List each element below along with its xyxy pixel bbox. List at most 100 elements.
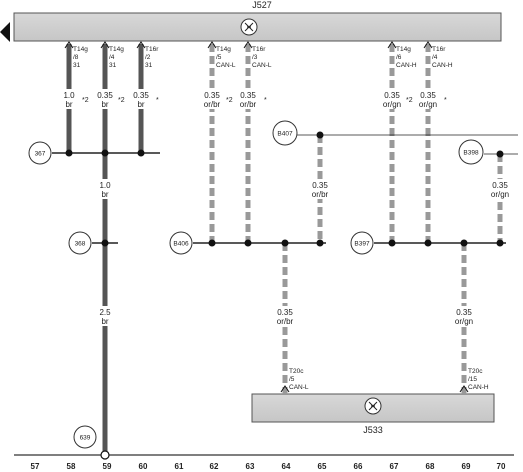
ground-point bbox=[100, 450, 110, 460]
top-module-name: J527 bbox=[252, 0, 272, 10]
continuation-arrow-icon bbox=[0, 22, 10, 42]
junction-B398: B398 bbox=[458, 139, 484, 165]
wire-color: or/gn bbox=[419, 100, 437, 109]
connector-code: T14g bbox=[216, 46, 231, 53]
wire-color: or/gn bbox=[455, 317, 473, 326]
connector-pin: /15 bbox=[468, 376, 477, 383]
column-number: 63 bbox=[246, 462, 255, 471]
connector-code: T20c bbox=[468, 368, 483, 375]
connector-signal: CAN-H bbox=[432, 62, 453, 69]
wire-note: *2 bbox=[82, 97, 89, 104]
connector-pin: /6 bbox=[396, 54, 402, 61]
connector-pin: /4 bbox=[109, 54, 115, 61]
bus-bars bbox=[52, 134, 518, 244]
wire-color: br bbox=[101, 190, 108, 199]
column-number: 66 bbox=[354, 462, 363, 471]
connector-code: T16r bbox=[252, 46, 266, 53]
junction-639: 639 bbox=[73, 425, 97, 449]
wire-size: 0.35 bbox=[133, 91, 149, 100]
connector-pin: /5 bbox=[216, 54, 222, 61]
wire-note: *2 bbox=[226, 97, 233, 104]
connector-code: T14g bbox=[73, 46, 88, 53]
wire-note: * bbox=[156, 97, 159, 104]
wire-color: or/br bbox=[312, 190, 329, 199]
wire-size: 1.0 bbox=[99, 181, 111, 190]
svg-text:368: 368 bbox=[75, 241, 86, 248]
wire-note: * bbox=[264, 97, 267, 104]
wire-size: 0.35 bbox=[492, 181, 508, 190]
connector-pin: /8 bbox=[73, 54, 79, 61]
connector-code: T14g bbox=[109, 46, 124, 53]
column-number: 58 bbox=[67, 462, 76, 471]
wire-label-backings bbox=[58, 89, 512, 326]
svg-text:B407: B407 bbox=[277, 131, 293, 138]
column-number: 60 bbox=[139, 462, 148, 471]
wire-size: 0.35 bbox=[384, 91, 400, 100]
wire-size: 2.5 bbox=[99, 308, 111, 317]
connector-signal: CAN-H bbox=[396, 62, 417, 69]
svg-text:B406: B406 bbox=[173, 241, 189, 248]
wire-color: or/gn bbox=[491, 190, 509, 199]
svg-text:639: 639 bbox=[80, 435, 91, 442]
connector-code: T16r bbox=[432, 46, 446, 53]
wire-color: br bbox=[65, 100, 72, 109]
column-number: 62 bbox=[210, 462, 219, 471]
wire-note: *2 bbox=[406, 97, 413, 104]
svg-text:B398: B398 bbox=[463, 150, 479, 157]
wire-color: br bbox=[101, 100, 108, 109]
wire-color: br bbox=[101, 317, 108, 326]
connector-signal: CAN-L bbox=[289, 384, 309, 391]
wire-note: *2 bbox=[118, 97, 125, 104]
junction-368: 368 bbox=[68, 231, 92, 255]
connector-pin: /2 bbox=[145, 54, 151, 61]
svg-text:B397: B397 bbox=[354, 241, 370, 248]
connector-signal: CAN-L bbox=[252, 62, 272, 69]
wire-size: 0.35 bbox=[97, 91, 113, 100]
column-number: 59 bbox=[103, 462, 112, 471]
wire-size: 0.35 bbox=[420, 91, 436, 100]
module-symbol-icon bbox=[364, 397, 382, 415]
connector-code: T16r bbox=[145, 46, 159, 53]
column-number: 61 bbox=[175, 462, 184, 471]
column-numbers: 57 58 59 60 61 62 63 64 65 66 67 68 69 7… bbox=[31, 462, 506, 471]
connector-signal: CAN-L bbox=[216, 62, 236, 69]
connector-signal: 31 bbox=[109, 62, 117, 69]
wire-size: 0.35 bbox=[456, 308, 472, 317]
connector-pin: /3 bbox=[252, 54, 258, 61]
wire-color: or/gn bbox=[383, 100, 401, 109]
wire-note: * bbox=[444, 97, 447, 104]
connector-signal: 31 bbox=[73, 62, 81, 69]
wire-color: or/br bbox=[240, 100, 257, 109]
connector-pin: /5 bbox=[289, 376, 295, 383]
junction-B407: B407 bbox=[272, 120, 298, 146]
svg-text:367: 367 bbox=[35, 151, 46, 158]
column-number: 64 bbox=[282, 462, 291, 471]
connector-code: T14g bbox=[396, 46, 411, 53]
column-number: 69 bbox=[462, 462, 471, 471]
column-number: 57 bbox=[31, 462, 40, 471]
wire-color: or/br bbox=[204, 100, 221, 109]
column-number: 65 bbox=[318, 462, 327, 471]
connector-code: T20c bbox=[289, 368, 304, 375]
junction-367: 367 bbox=[28, 141, 52, 165]
column-number: 68 bbox=[426, 462, 435, 471]
connector-arrows bbox=[64, 41, 469, 393]
module-symbol-icon bbox=[240, 18, 258, 36]
column-number: 70 bbox=[497, 462, 506, 471]
wire-size: 0.35 bbox=[277, 308, 293, 317]
column-number: 67 bbox=[390, 462, 399, 471]
wire-color: br bbox=[137, 100, 144, 109]
junction-B406: B406 bbox=[169, 231, 193, 255]
connector-pin: /4 bbox=[432, 54, 438, 61]
connector-signal: 31 bbox=[145, 62, 153, 69]
splice-points bbox=[65, 131, 504, 247]
wire-color: or/br bbox=[277, 317, 294, 326]
bottom-module-name: J533 bbox=[363, 425, 383, 435]
wire-size: 0.35 bbox=[204, 91, 220, 100]
junction-B397: B397 bbox=[350, 231, 374, 255]
wire-size: 0.35 bbox=[312, 181, 328, 190]
wire-size: 0.35 bbox=[240, 91, 256, 100]
wire-size: 1.0 bbox=[63, 91, 75, 100]
connector-signal: CAN-H bbox=[468, 384, 489, 391]
